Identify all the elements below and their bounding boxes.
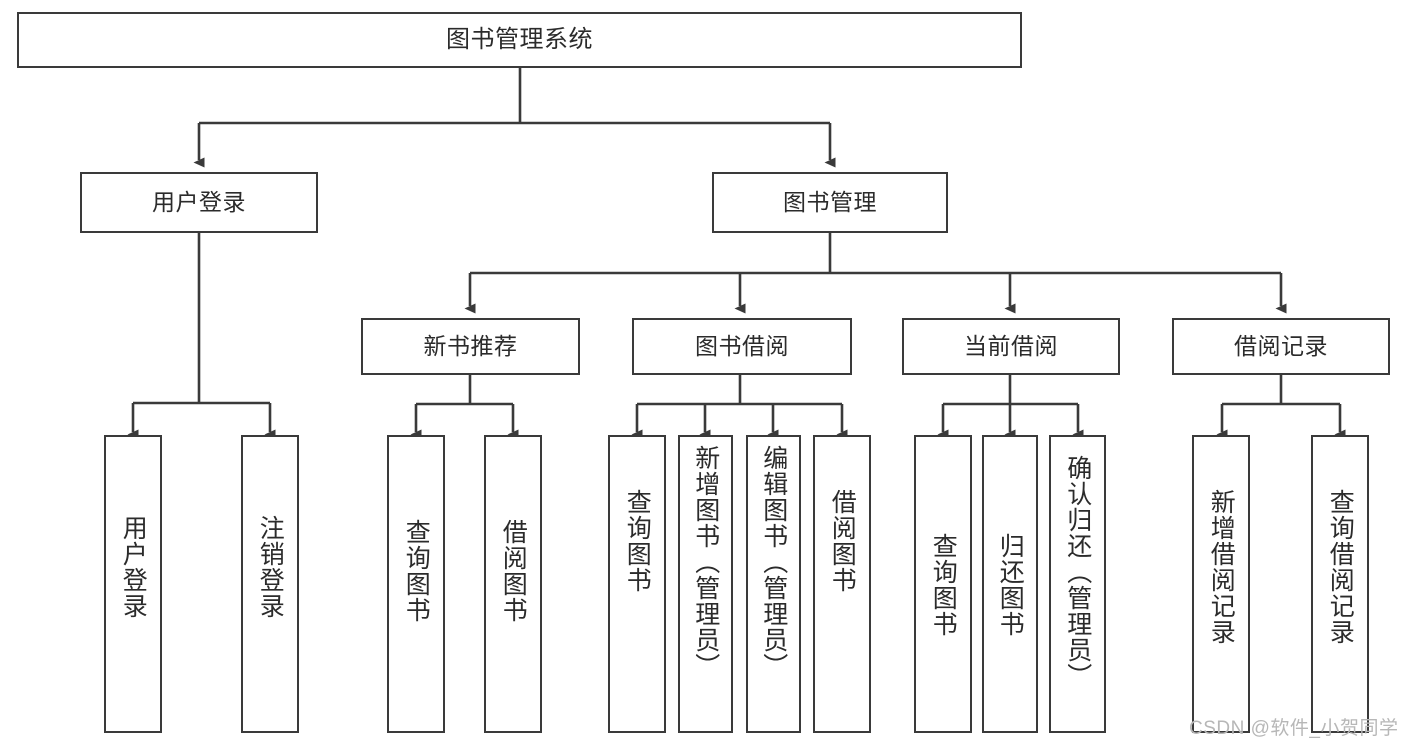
node-label: 借阅图书 — [499, 519, 528, 623]
node-label: 查询图书 — [929, 533, 958, 637]
leaf-user-login[interactable]: 用户登录 — [104, 435, 162, 733]
node-user-login-module[interactable]: 用户登录 — [80, 172, 318, 233]
leaf-return-books[interactable]: 归还图书 — [982, 435, 1038, 733]
leaf-logout[interactable]: 注销登录 — [241, 435, 299, 733]
node-label: 归还图书 — [996, 533, 1025, 637]
node-label: 确认归还（管理员） — [1063, 455, 1092, 689]
node-label: 用户登录 — [152, 188, 246, 215]
leaf-add-book-admin[interactable]: 新增图书（管理员） — [678, 435, 733, 733]
node-label: 借阅记录 — [1234, 332, 1328, 359]
node-label: 图书管理系统 — [446, 25, 593, 53]
node-label: 注销登录 — [256, 515, 285, 619]
node-current-borrowing[interactable]: 当前借阅 — [902, 318, 1120, 375]
node-label: 查询借阅记录 — [1326, 489, 1355, 645]
node-label: 编辑图书（管理员） — [759, 445, 788, 679]
csdn-watermark: CSDN @软件_小贺同学 — [1189, 718, 1399, 739]
node-label: 图书借阅 — [695, 332, 789, 359]
node-label: 新书推荐 — [423, 332, 518, 359]
node-label: 当前借阅 — [964, 332, 1058, 359]
leaf-borrow-books-recommendation[interactable]: 借阅图书 — [484, 435, 542, 733]
leaf-confirm-return-admin[interactable]: 确认归还（管理员） — [1049, 435, 1106, 733]
node-root-system[interactable]: 图书管理系统 — [17, 12, 1022, 68]
node-new-book-recommendation[interactable]: 新书推荐 — [361, 318, 580, 375]
node-label: 新增借阅记录 — [1207, 489, 1236, 645]
leaf-borrow-books-borrowing[interactable]: 借阅图书 — [813, 435, 871, 733]
node-label: 用户登录 — [119, 515, 148, 619]
leaf-add-borrowing-record[interactable]: 新增借阅记录 — [1192, 435, 1250, 733]
leaf-query-books-current[interactable]: 查询图书 — [914, 435, 972, 733]
node-label: 查询图书 — [623, 489, 652, 593]
leaf-query-books-recommendation[interactable]: 查询图书 — [387, 435, 445, 733]
node-borrowing-records[interactable]: 借阅记录 — [1172, 318, 1390, 375]
leaf-edit-book-admin[interactable]: 编辑图书（管理员） — [746, 435, 801, 733]
leaf-query-books-borrowing[interactable]: 查询图书 — [608, 435, 666, 733]
node-label: 借阅图书 — [828, 489, 857, 593]
leaf-query-borrowing-record[interactable]: 查询借阅记录 — [1311, 435, 1369, 733]
node-book-borrowing[interactable]: 图书借阅 — [632, 318, 852, 375]
node-label: 新增图书（管理员） — [691, 445, 720, 679]
node-label: 图书管理 — [783, 188, 877, 215]
node-book-management-module[interactable]: 图书管理 — [712, 172, 948, 233]
node-label: 查询图书 — [402, 519, 431, 623]
